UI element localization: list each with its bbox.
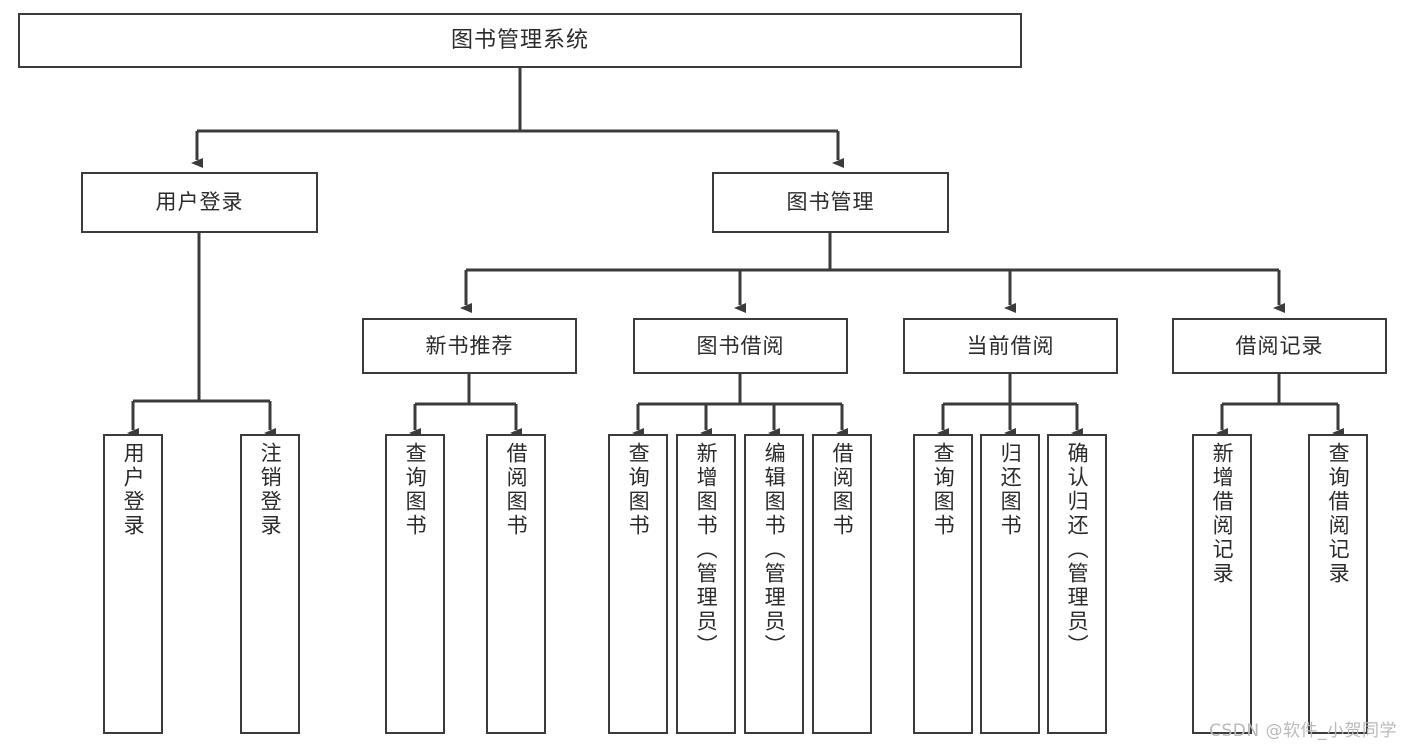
node-leaf-borrow-book-2[interactable]: 借阅图书	[812, 434, 872, 734]
node-root-system[interactable]: 图书管理系统	[18, 13, 1022, 68]
node-book-borrow-label: 图书借阅	[696, 333, 785, 358]
node-leaf-query-record-label: 查询借阅记录	[1326, 442, 1351, 586]
node-book-borrow[interactable]: 图书借阅	[633, 318, 848, 374]
node-leaf-query-book-2-label: 查询图书	[626, 442, 651, 538]
node-root-system-label: 图书管理系统	[450, 27, 589, 53]
node-leaf-edit-book[interactable]: 编辑图书（管理员）	[744, 434, 804, 734]
node-leaf-query-book-1-label: 查询图书	[403, 442, 428, 538]
node-leaf-user-login-label: 用户登录	[121, 442, 146, 538]
node-leaf-borrow-book-2-label: 借阅图书	[830, 442, 855, 538]
node-new-book-recommend-label: 新书推荐	[425, 333, 514, 358]
node-leaf-user-logout[interactable]: 注销登录	[240, 434, 300, 734]
node-leaf-add-record-label: 新增借阅记录	[1210, 442, 1235, 586]
node-leaf-return-book[interactable]: 归还图书	[980, 434, 1040, 734]
node-leaf-user-login[interactable]: 用户登录	[103, 434, 163, 734]
node-book-manage[interactable]: 图书管理	[712, 172, 949, 233]
node-leaf-confirm-return-label: 确认归还（管理员）	[1065, 442, 1090, 658]
node-book-manage-label: 图书管理	[786, 190, 875, 215]
node-user-login-label: 用户登录	[155, 190, 244, 215]
node-current-borrow-label: 当前借阅	[966, 333, 1055, 358]
node-leaf-query-book-1[interactable]: 查询图书	[385, 434, 445, 734]
node-leaf-add-record[interactable]: 新增借阅记录	[1192, 434, 1252, 734]
node-leaf-confirm-return[interactable]: 确认归还（管理员）	[1047, 434, 1107, 734]
node-leaf-borrow-book-1[interactable]: 借阅图书	[486, 434, 546, 734]
node-leaf-borrow-book-1-label: 借阅图书	[504, 442, 529, 538]
node-leaf-query-book-3-label: 查询图书	[931, 442, 956, 538]
node-leaf-query-record[interactable]: 查询借阅记录	[1308, 434, 1368, 734]
node-borrow-record[interactable]: 借阅记录	[1172, 318, 1387, 374]
node-borrow-record-label: 借阅记录	[1235, 333, 1324, 358]
node-user-login[interactable]: 用户登录	[81, 172, 318, 233]
node-leaf-return-book-label: 归还图书	[998, 442, 1023, 538]
node-leaf-add-book[interactable]: 新增图书（管理员）	[676, 434, 736, 734]
node-leaf-query-book-3[interactable]: 查询图书	[913, 434, 973, 734]
node-leaf-user-logout-label: 注销登录	[258, 442, 283, 538]
node-current-borrow[interactable]: 当前借阅	[903, 318, 1118, 374]
node-leaf-query-book-2[interactable]: 查询图书	[608, 434, 668, 734]
node-new-book-recommend[interactable]: 新书推荐	[362, 318, 577, 374]
node-leaf-edit-book-label: 编辑图书（管理员）	[762, 442, 787, 658]
node-leaf-add-book-label: 新增图书（管理员）	[694, 442, 719, 658]
